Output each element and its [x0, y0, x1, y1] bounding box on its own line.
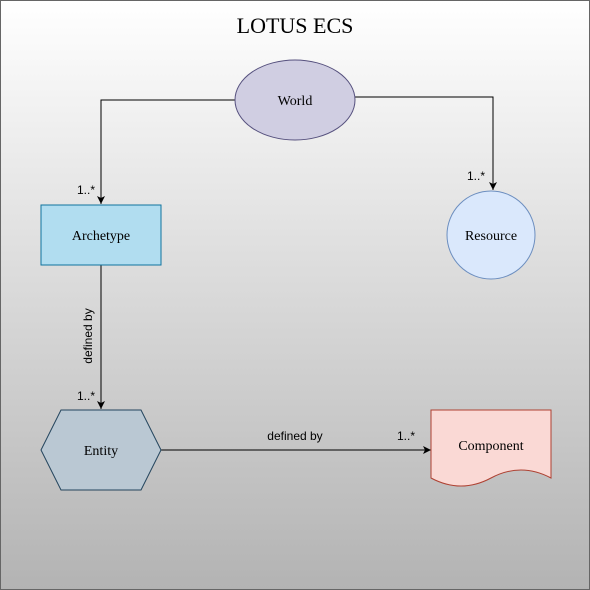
node-resource-label: Resource — [465, 229, 517, 244]
multiplicity-archetype: 1..* — [77, 183, 95, 197]
edge-label-entity-component: defined by — [267, 429, 322, 443]
node-world-label: World — [278, 94, 313, 109]
edge-world-resource — [354, 96, 497, 190]
diagram-title: LOTUS ECS — [237, 13, 354, 38]
node-world[interactable]: World — [234, 59, 356, 141]
node-archetype-label: Archetype — [72, 229, 130, 244]
node-entity-label: Entity — [84, 444, 118, 459]
edge-world-archetype — [97, 99, 236, 204]
node-entity[interactable]: Entity — [40, 409, 162, 491]
node-component[interactable]: Component — [430, 409, 552, 487]
edge-label-archetype-entity: defined by — [81, 308, 95, 363]
multiplicity-entity: 1..* — [77, 389, 95, 403]
node-resource[interactable]: Resource — [446, 190, 536, 280]
node-archetype[interactable]: Archetype — [40, 204, 162, 266]
multiplicity-component: 1..* — [397, 429, 415, 443]
multiplicity-resource: 1..* — [467, 169, 485, 183]
node-component-label: Component — [458, 439, 523, 454]
